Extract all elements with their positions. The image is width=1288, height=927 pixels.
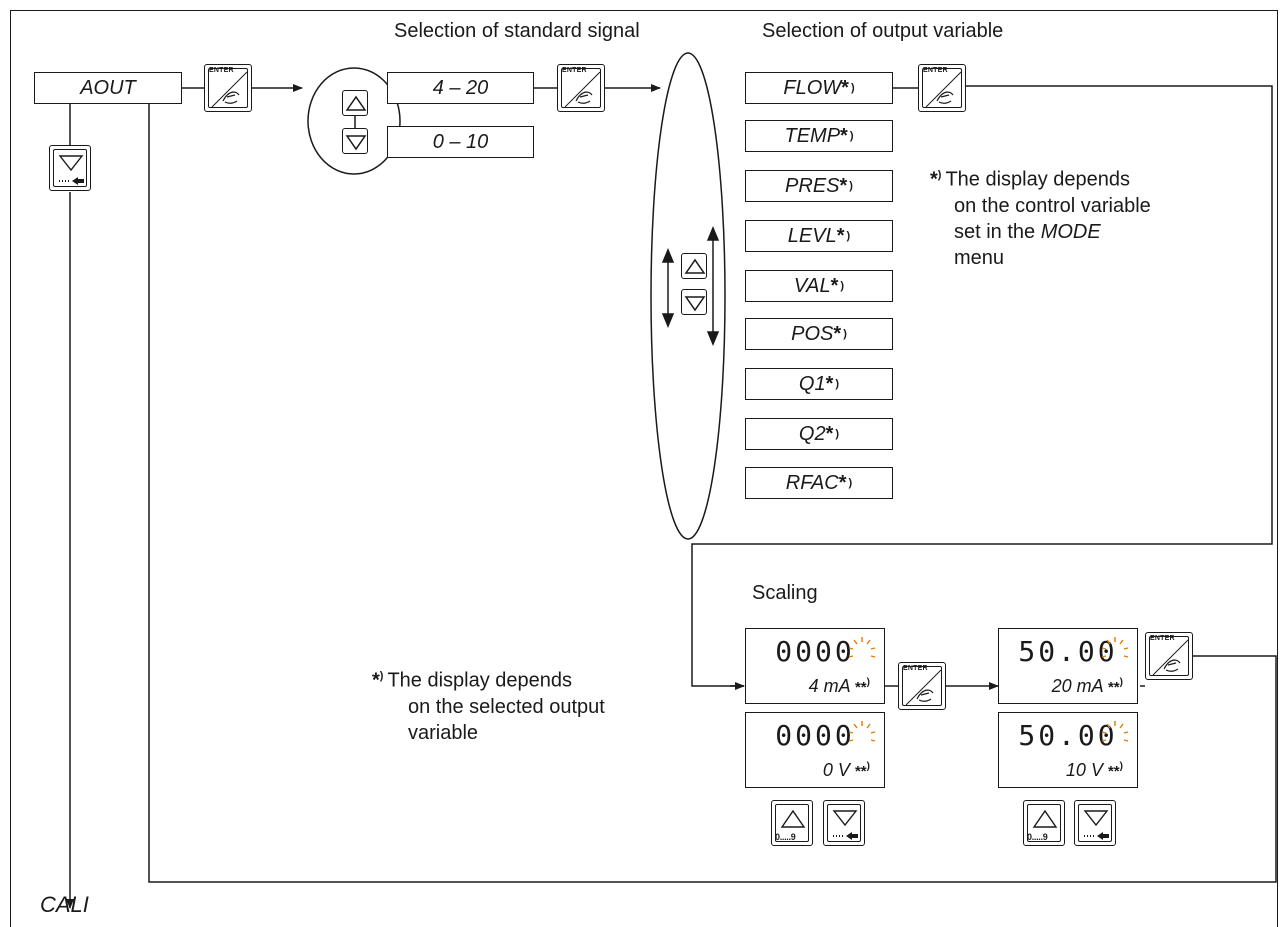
enter-hand-icon [1152, 639, 1189, 676]
up-triangle-icon [1032, 809, 1058, 828]
back-arrow-icon [1083, 810, 1109, 840]
diagram-frame [10, 10, 1278, 927]
blink-indicator-icon [848, 721, 876, 742]
variable-option[interactable]: FLOW*) [745, 72, 893, 104]
up-key[interactable] [342, 90, 368, 116]
back-arrow-icon [832, 810, 858, 840]
variable-option[interactable]: RFAC*) [745, 467, 893, 499]
variable-option[interactable]: Q1*) [745, 368, 893, 400]
signal-option[interactable]: 0 – 10 [387, 126, 534, 158]
line-return-to-aout [148, 83, 1277, 883]
enter-key[interactable]: ENTER [1145, 632, 1193, 680]
mode-footnote: *)The display depends on the control var… [930, 168, 1151, 269]
back-key[interactable] [823, 800, 865, 846]
heading-scaling: Scaling [752, 582, 818, 604]
down-triangle-icon [684, 296, 706, 312]
up-key[interactable] [681, 253, 707, 279]
variable-selection-ellipse [650, 52, 726, 540]
up-triangle-icon [780, 809, 806, 828]
variable-option[interactable]: VAL*) [745, 270, 893, 302]
digit-key[interactable]: 0.....9 [771, 800, 813, 846]
variable-option[interactable]: Q2*) [745, 418, 893, 450]
enter-key[interactable]: ENTER [557, 64, 605, 112]
down-key[interactable] [342, 128, 368, 154]
variable-option[interactable]: LEVL*) [745, 220, 893, 252]
line-to-scaling [691, 85, 1273, 687]
enter-key[interactable]: ENTER [204, 64, 252, 112]
back-key[interactable] [1074, 800, 1116, 846]
variable-option[interactable]: POS*) [745, 318, 893, 350]
scaling-display: 0000 0 V **) [745, 712, 885, 788]
blink-indicator-icon [848, 637, 876, 658]
back-key[interactable] [49, 145, 91, 191]
enter-key[interactable]: ENTER [898, 662, 946, 710]
signal-option[interactable]: 4 – 20 [387, 72, 534, 104]
digit-key[interactable]: 0.....9 [1023, 800, 1065, 846]
enter-hand-icon [211, 71, 248, 108]
blink-indicator-icon [1101, 721, 1129, 742]
variable-option[interactable]: TEMP*) [745, 120, 893, 152]
up-triangle-icon [345, 95, 367, 111]
down-key[interactable] [681, 289, 707, 315]
scaling-display: 50.00 10 V **) [998, 712, 1138, 788]
signal-selection-ellipse [307, 67, 401, 175]
scaling-display: 50.00 20 mA **) [998, 628, 1138, 704]
heading-standard-signal: Selection of standard signal [394, 20, 640, 42]
enter-hand-icon [905, 669, 942, 706]
blink-indicator-icon [1101, 637, 1129, 658]
enter-key[interactable]: ENTER [918, 64, 966, 112]
menu-cali[interactable]: CALI [40, 892, 89, 917]
output-footnote: *)The display depends on the selected ou… [372, 669, 605, 744]
down-triangle-icon [345, 135, 367, 151]
down-triangle-icon [58, 155, 84, 185]
variable-option[interactable]: PRES*) [745, 170, 893, 202]
heading-output-variable: Selection of output variable [762, 20, 1004, 42]
enter-hand-icon [925, 71, 962, 108]
menu-aout[interactable]: AOUT [34, 72, 182, 104]
enter-hand-icon [564, 71, 601, 108]
scaling-display: 0000 4 mA **) [745, 628, 885, 704]
up-triangle-icon [684, 258, 706, 274]
